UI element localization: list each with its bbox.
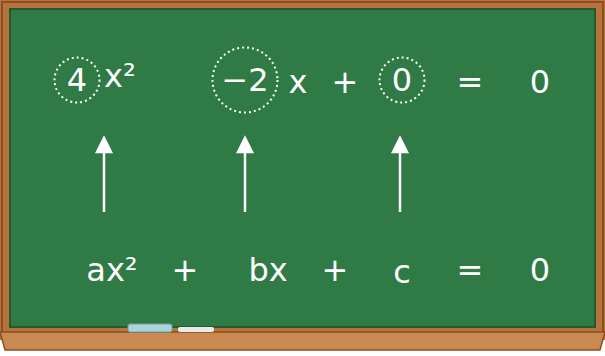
frame-edge [2,2,603,338]
chalk-stick [178,327,214,332]
dotted-circle: 4 [53,56,101,104]
equation-term: + [322,254,349,286]
equation-term: ax² [86,254,137,286]
board-edge [10,9,595,327]
dotted-ring [55,58,100,103]
equation-term: x² [104,60,136,92]
equation-term: = [457,254,484,286]
arrow-shaft [103,150,106,212]
equation-term: x [289,66,308,98]
eraser [128,324,172,332]
equation-term: = [457,66,484,98]
equation-term: + [332,66,359,98]
coefficient: −2 [221,64,268,96]
coefficient: 0 [392,64,412,96]
equation-term: 0 [530,66,550,98]
equation-term: bx [248,254,287,286]
pointer-arrows [97,138,407,212]
wood-frame [0,0,605,340]
arrow-head [97,138,111,152]
chalk-ledge [0,332,605,350]
arrow-head [393,138,407,152]
dotted-ring [380,58,425,103]
equation-term: c [393,256,411,288]
equation-term: 0 [530,254,550,286]
arrow-head [238,138,252,152]
board-surface [10,9,595,327]
arrow-shaft [399,150,402,212]
coefficient: 4 [67,64,87,96]
dotted-ring [213,48,278,113]
dotted-circle: 0 [378,56,426,104]
equation-term: + [172,254,199,286]
dotted-circle: −2 [211,46,279,114]
arrow-shaft [244,150,247,212]
